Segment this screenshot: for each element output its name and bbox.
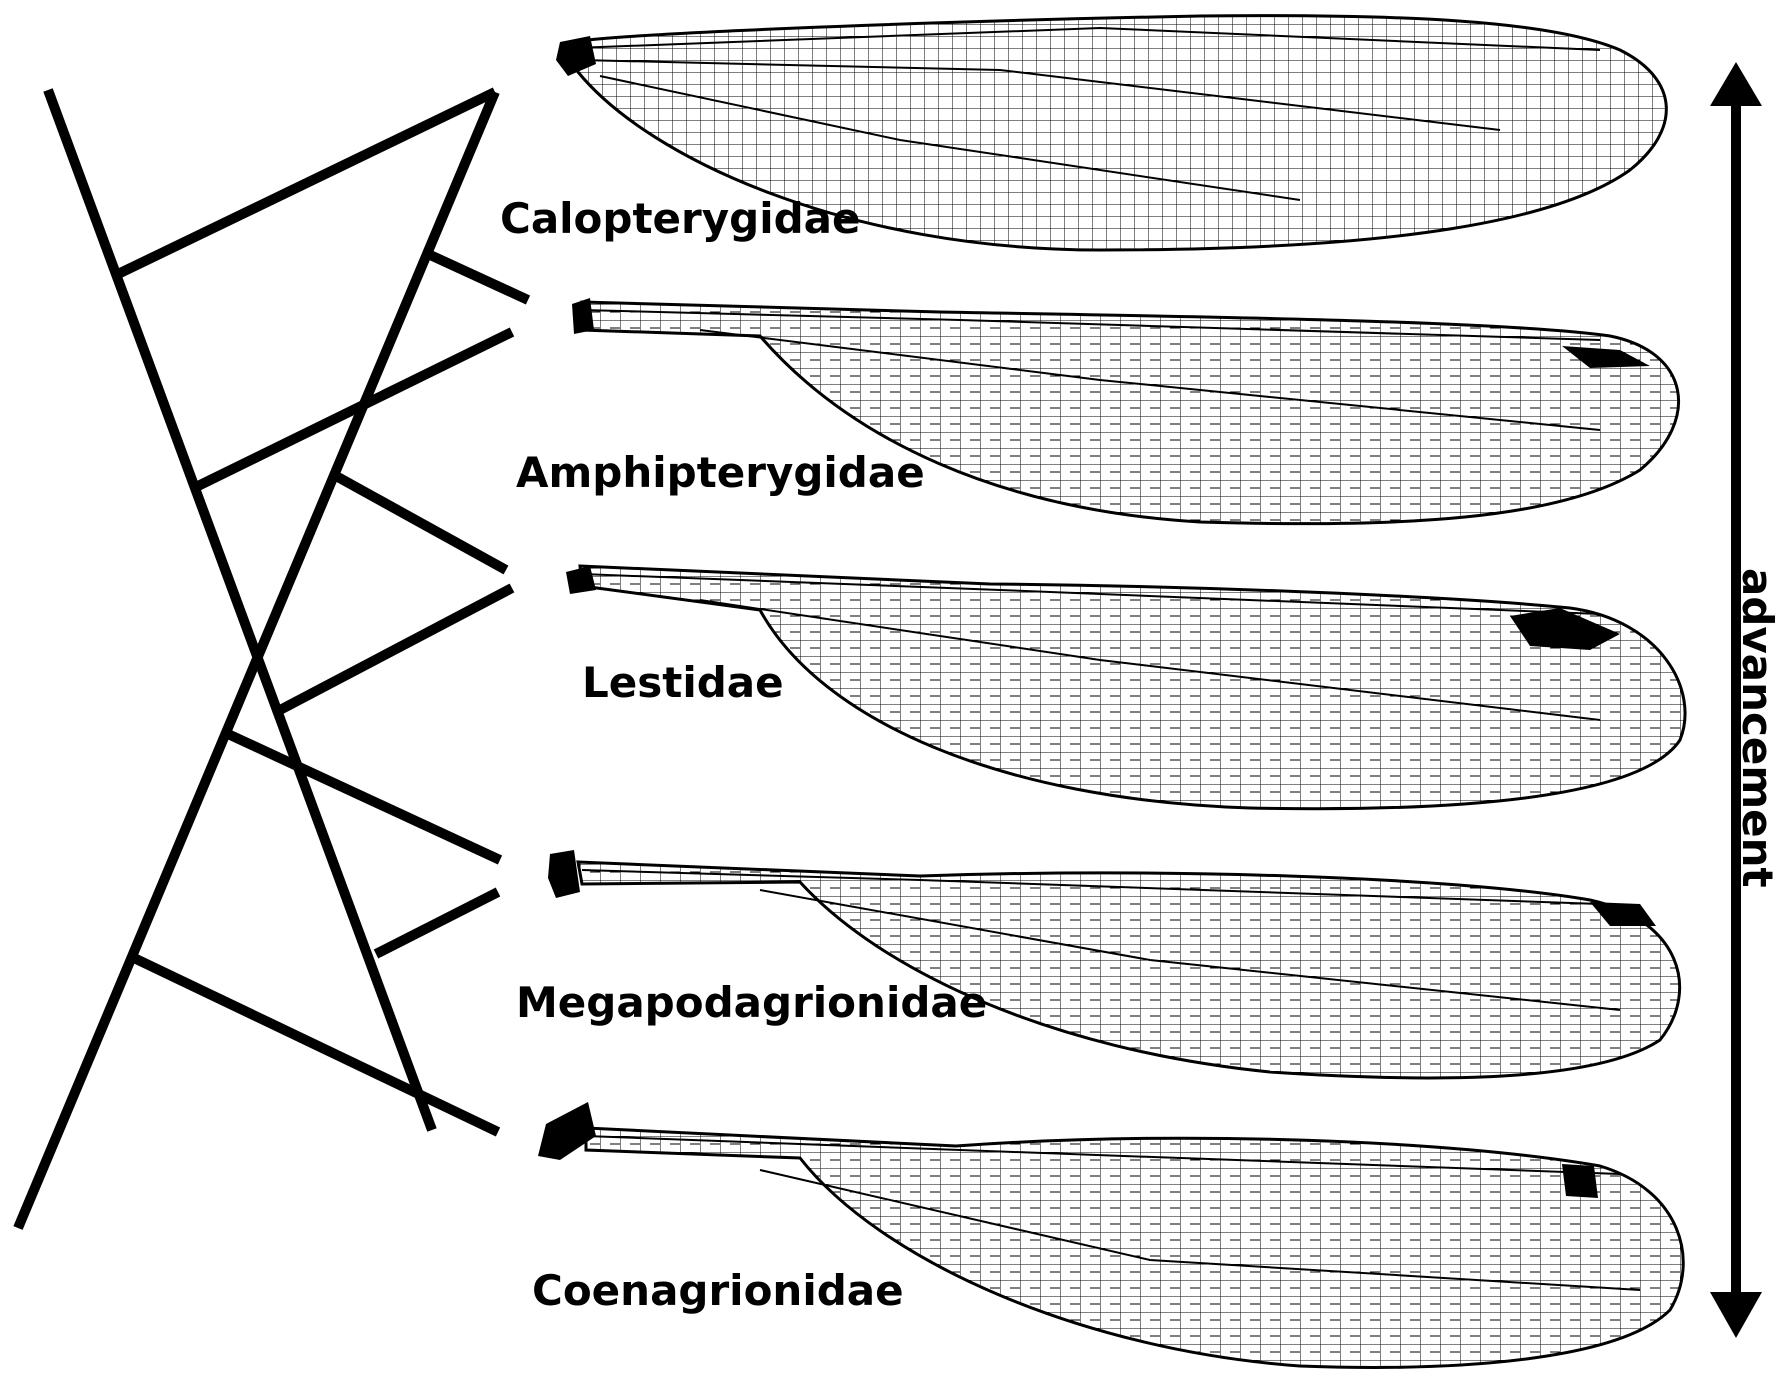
wing-coenagrionidae: [538, 1102, 1683, 1367]
label-amphipterygidae: Amphipterygidae: [516, 452, 925, 494]
branch-coenagrionidae: [134, 958, 498, 1132]
branch-amphipterygidae-a: [428, 254, 528, 300]
branch-megapodagrionidae-b: [376, 892, 498, 954]
cladogram: [18, 90, 528, 1228]
label-calopterygidae: Calopterygidae: [500, 198, 861, 240]
branch-megapodagrionidae-a: [228, 734, 500, 860]
label-coenagrionidae: Coenagrionidae: [532, 1270, 904, 1312]
axis-label-advancement: advancement: [1736, 568, 1778, 888]
cladogram-stem-b: [18, 92, 495, 1228]
arrow-head-down: [1710, 1292, 1762, 1338]
branch-amphipterygidae-b: [198, 332, 512, 486]
branch-lestidae-b: [280, 588, 512, 710]
label-megapodagrionidae: Megapodagrionidae: [516, 982, 987, 1024]
cladogram-stem-a: [48, 90, 432, 1130]
wing-megapodagrionidae: [548, 850, 1680, 1078]
branch-lestidae-a: [336, 476, 506, 570]
arrow-head-up: [1710, 62, 1762, 106]
branch-calopterygidae: [114, 92, 495, 276]
label-lestidae: Lestidae: [582, 662, 784, 704]
